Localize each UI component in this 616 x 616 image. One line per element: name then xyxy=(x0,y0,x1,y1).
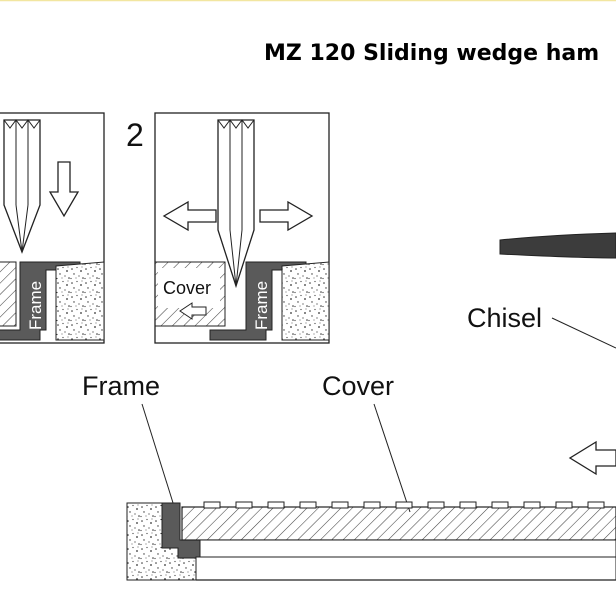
step-1-panel: Frame xyxy=(0,112,105,344)
diagram-title: MZ 120 Sliding wedge ham xyxy=(264,41,599,66)
cover-label-step2: Cover xyxy=(163,278,211,298)
frame-label-step2: Frame xyxy=(252,281,271,330)
cover-ribs xyxy=(203,501,605,509)
cover-label-main: Cover xyxy=(322,371,394,401)
cross-section xyxy=(126,501,616,581)
arrow-left-icon xyxy=(568,440,616,476)
chisel-leader-line xyxy=(551,317,616,349)
step-number: 2 xyxy=(126,117,144,153)
arrow-down-icon xyxy=(48,161,80,218)
chisel-icon xyxy=(3,119,41,254)
arrow-left-icon xyxy=(179,302,207,320)
frame-leader-line xyxy=(141,403,175,507)
chisel-tool xyxy=(499,232,616,259)
arrow-right-icon xyxy=(259,200,314,232)
frame-label-main: Frame xyxy=(82,371,160,401)
chisel-icon xyxy=(217,119,255,289)
frame-label-step1: Frame xyxy=(26,281,45,330)
chisel-label: Chisel xyxy=(467,303,542,333)
cover-leader-line xyxy=(373,403,411,513)
arrow-left-icon xyxy=(162,200,217,232)
step-2-panel: Cover Frame xyxy=(154,112,330,344)
